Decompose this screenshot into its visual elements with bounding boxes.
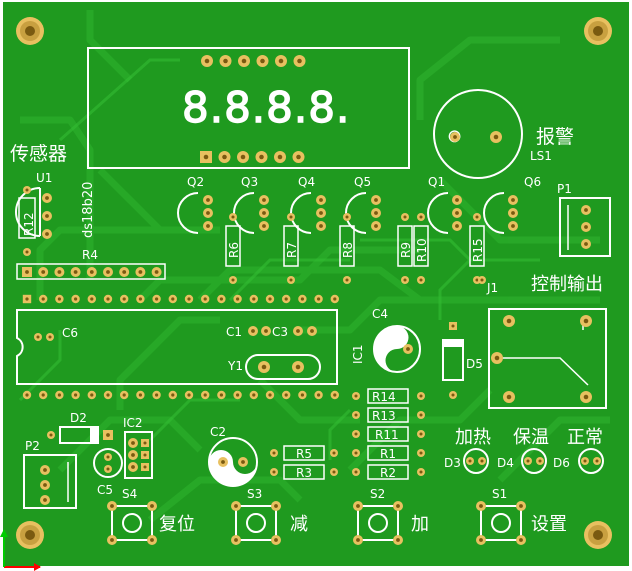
origin-axes-marker bbox=[0, 529, 41, 571]
s2-label: S2 bbox=[370, 487, 385, 501]
r10-label: R10 bbox=[415, 238, 429, 262]
c2-label: C2 bbox=[210, 425, 226, 439]
mcu-socket-outline bbox=[16, 309, 338, 385]
normal-label: 正常 bbox=[567, 427, 603, 448]
plus-label: 加 bbox=[411, 514, 429, 535]
r4-label: R4 bbox=[82, 248, 98, 262]
ic2-label: IC2 bbox=[123, 416, 143, 430]
q5-label: Q5 bbox=[354, 175, 371, 189]
r3-label: R3 bbox=[296, 466, 312, 480]
s3-label: S3 bbox=[247, 487, 262, 501]
relay-outline bbox=[488, 308, 607, 409]
s4-label: S4 bbox=[122, 487, 137, 501]
control-output-label: 控制输出 bbox=[531, 274, 603, 295]
c5-outline bbox=[93, 448, 123, 478]
r12-outline bbox=[18, 197, 36, 239]
mounting-holes bbox=[16, 17, 612, 549]
ic2-outline bbox=[124, 431, 153, 479]
resistor-stack-outlines bbox=[283, 388, 409, 480]
q3-label: Q3 bbox=[241, 175, 258, 189]
c3-label: C3 bbox=[272, 325, 288, 339]
u1-label: U1 bbox=[36, 171, 52, 185]
keep-warm-label: 保温 bbox=[513, 427, 549, 448]
transistor-outlines bbox=[177, 192, 505, 234]
heat-label: 加热 bbox=[455, 427, 491, 448]
ls1-label: LS1 bbox=[530, 149, 552, 163]
q1-label: Q1 bbox=[428, 175, 445, 189]
switch-outlines bbox=[111, 505, 522, 541]
p2-label: P2 bbox=[25, 439, 40, 453]
d2-label: D2 bbox=[70, 411, 87, 425]
ds18b20-label: ds18b20 bbox=[81, 182, 96, 238]
q2-label: Q2 bbox=[187, 175, 204, 189]
r9-label: R9 bbox=[399, 242, 413, 258]
r4-outline bbox=[16, 263, 166, 280]
alarm-label: 报警 bbox=[536, 126, 574, 148]
minus-label: 减 bbox=[290, 514, 308, 535]
r2-label: R2 bbox=[380, 466, 396, 480]
led-outlines bbox=[463, 448, 604, 474]
c1-label: C1 bbox=[226, 325, 242, 339]
vertical-resistor-outlines bbox=[225, 225, 485, 267]
j1-label: J1 bbox=[486, 281, 498, 295]
reset-label: 复位 bbox=[159, 514, 195, 535]
component-pads bbox=[22, 55, 601, 545]
r8-label: R8 bbox=[341, 242, 355, 258]
d5-label: D5 bbox=[466, 357, 483, 371]
d3-label: D3 bbox=[444, 456, 461, 470]
mounting-hole-bottom-left bbox=[16, 521, 44, 549]
display-digits: 8.8.8.8. bbox=[182, 83, 350, 132]
q6-label: Q6 bbox=[524, 175, 541, 189]
c4-label: C4 bbox=[372, 307, 388, 321]
mounting-hole-top-right bbox=[584, 17, 612, 45]
d4-label: D4 bbox=[497, 456, 514, 470]
c4-capacitor bbox=[373, 325, 421, 373]
r1-label: R1 bbox=[380, 447, 396, 461]
y1-crystal-outline bbox=[245, 354, 321, 380]
d6-label: D6 bbox=[553, 456, 570, 470]
p2-outline bbox=[23, 454, 77, 509]
ic1-label: IC1 bbox=[351, 344, 365, 364]
r7-label: R7 bbox=[285, 242, 299, 258]
d5-band bbox=[443, 340, 463, 347]
r15-label: R15 bbox=[471, 238, 485, 262]
relay-switch-symbol bbox=[497, 357, 589, 386]
r14-label: R14 bbox=[372, 390, 396, 404]
y1-label: Y1 bbox=[227, 359, 243, 373]
sensor-label: 传感器 bbox=[10, 143, 67, 165]
r6-label: R6 bbox=[227, 242, 241, 258]
c6-label: C6 bbox=[62, 326, 78, 340]
p1-label: P1 bbox=[557, 182, 572, 196]
p1-outline bbox=[559, 197, 611, 257]
r5-label: R5 bbox=[296, 447, 312, 461]
seven-segment-display: 8.8.8.8. bbox=[87, 47, 410, 169]
mounting-hole-top-left bbox=[16, 17, 44, 45]
r13-label: R13 bbox=[372, 409, 396, 423]
q4-label: Q4 bbox=[298, 175, 315, 189]
settings-label: 设置 bbox=[531, 514, 567, 535]
mounting-hole-bottom-right bbox=[584, 521, 612, 549]
copper-traces-thin bbox=[18, 58, 540, 460]
c5-label: C5 bbox=[97, 483, 113, 497]
r11-label: R11 bbox=[375, 428, 399, 442]
r12-label: R12 bbox=[22, 212, 36, 236]
s1-label: S1 bbox=[492, 487, 507, 501]
d2-band bbox=[90, 427, 98, 443]
